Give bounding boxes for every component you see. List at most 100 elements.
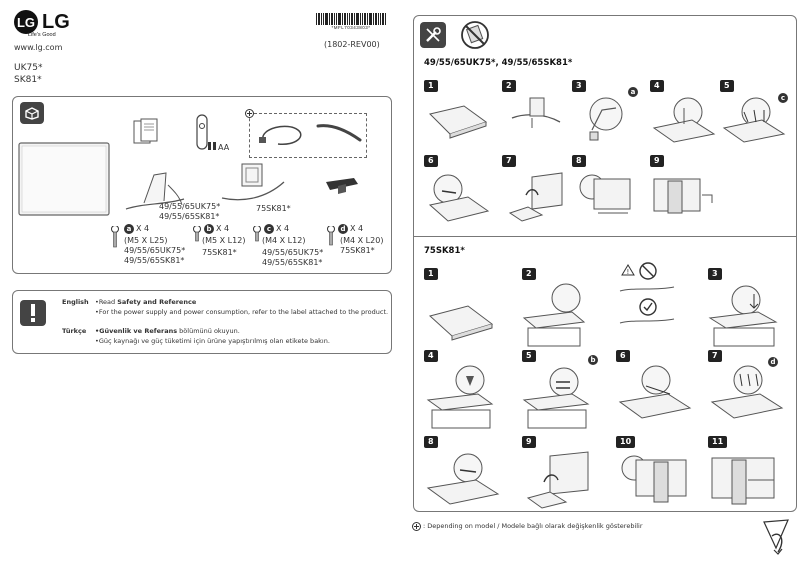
screw-a-models-2: 49/55/65SK81* xyxy=(124,256,185,265)
screw-b-size: (M5 X L12) xyxy=(202,236,246,245)
s1-step-3: 3 a xyxy=(572,73,638,144)
assembly-box xyxy=(413,15,797,512)
step-number: 1 xyxy=(424,80,438,92)
s2-warning-panel: ! xyxy=(614,261,690,333)
s2-step-7: 7 d xyxy=(708,343,784,430)
step-number: 2 xyxy=(502,80,516,92)
s2-step-10: 10 xyxy=(616,429,692,516)
stand-base-75-icon xyxy=(324,176,360,196)
s1-step-1: 1 xyxy=(424,73,490,144)
s2-step-1: 1 xyxy=(424,261,496,346)
model-line-2: SK81* xyxy=(14,75,42,85)
callout-a-badge: a xyxy=(628,87,638,97)
s1-step-6: 6 xyxy=(424,148,490,225)
cable-holder-icon xyxy=(316,122,362,142)
s2-step-4: 4 xyxy=(424,343,496,430)
turkish-line-2: •Güç kaynağı ve güç tüketimi için ürüne … xyxy=(95,337,330,345)
no-tilt-icon xyxy=(460,20,490,50)
section-divider xyxy=(413,236,797,237)
s2-step-6: 6 xyxy=(616,343,692,430)
screw-d-letter: d xyxy=(338,224,348,234)
callout-b-badge: b xyxy=(588,355,598,365)
callout-c-badge: c xyxy=(778,93,788,103)
section-1-steps: 1 2 3 a 4 5 c 6 7 8 9 xyxy=(424,73,790,223)
batteries-label: AA xyxy=(218,143,230,152)
stand-75-label: 75SK81* xyxy=(256,204,291,213)
english-label: English xyxy=(62,298,89,306)
s1-step-8: 8 xyxy=(572,148,638,225)
lg-logo: LG LG xyxy=(14,10,70,34)
callout-d-badge: d xyxy=(768,357,778,367)
screw-a-letter: a xyxy=(124,224,134,234)
s1-step-5: 5 c xyxy=(720,73,788,144)
screw-d-size: (M4 X L20) xyxy=(340,236,384,245)
step-number: 6 xyxy=(424,155,438,167)
screw-c-models-1: 49/55/65UK75* xyxy=(262,248,324,257)
screw-c-size: (M4 X L12) xyxy=(262,236,306,245)
plus-circle-icon xyxy=(245,109,254,118)
revision: (1802-REV00) xyxy=(324,40,380,49)
screw-icon xyxy=(111,226,119,248)
step-number: 8 xyxy=(424,436,438,448)
step-number: 10 xyxy=(616,436,636,448)
s2-step-9: 9 xyxy=(522,429,594,516)
step-number: 5 xyxy=(720,80,734,92)
tools-icon xyxy=(420,22,446,48)
footer-note: : Depending on model / Modele bağlı olar… xyxy=(412,521,643,531)
step-number: 7 xyxy=(502,155,516,167)
slogan: Life's Good xyxy=(28,32,56,38)
screw-c-count: X 4 xyxy=(276,224,290,233)
svg-text:!: ! xyxy=(627,268,630,276)
step-number: 2 xyxy=(522,268,536,280)
screw-d-count: X 4 xyxy=(350,224,364,233)
s1-step-4: 4 xyxy=(650,73,716,144)
s2-step-5: 5 b xyxy=(522,343,598,430)
s2-step-8: 8 xyxy=(424,429,500,516)
tv-illustration xyxy=(18,142,110,216)
power-cable-icon xyxy=(258,120,308,150)
step-number: 8 xyxy=(572,155,586,167)
turkish-label: Türkçe xyxy=(62,327,87,335)
s1-step-7: 7 xyxy=(502,148,568,225)
screw-b-models-1: 75SK81* xyxy=(202,248,237,257)
barcode-text: *MFL70343803* xyxy=(331,25,371,30)
model-line-1: UK75* xyxy=(14,63,43,73)
plus-circle-icon xyxy=(412,521,421,531)
s2-step-11: 11 xyxy=(708,429,784,516)
footer-note-text: : Depending on model / Modele bağlı olar… xyxy=(423,522,643,530)
step-number: 5 xyxy=(522,350,536,362)
step-number: 4 xyxy=(424,350,438,362)
screw-c-letter: c xyxy=(264,224,274,234)
notes-box xyxy=(12,290,392,354)
step-number: 11 xyxy=(708,436,728,448)
warning-exclamation-icon xyxy=(20,300,46,326)
screw-a-models-1: 49/55/65UK75* xyxy=(124,246,186,255)
website: www.lg.com xyxy=(14,43,63,52)
s2-step-2: 2 xyxy=(522,261,588,348)
screw-c-models-2: 49/55/65SK81* xyxy=(262,258,323,267)
batteries-icon xyxy=(208,141,218,151)
stand-75-icon xyxy=(220,160,286,204)
step-number: 7 xyxy=(708,350,722,362)
screw-d-models-1: 75SK81* xyxy=(340,246,375,255)
barcode: *MFL70343803* xyxy=(316,13,386,30)
screw-icon xyxy=(193,226,201,242)
english-line-1-pre: •Read xyxy=(95,298,118,306)
lg-brand-name: LG xyxy=(42,10,70,33)
step-number: 3 xyxy=(572,80,586,92)
step-number: 9 xyxy=(522,436,536,448)
screw-b-letter: b xyxy=(204,224,214,234)
parts-box xyxy=(12,96,392,274)
step-number: 4 xyxy=(650,80,664,92)
lg-logo-icon: LG xyxy=(14,10,38,34)
optional-parts-box xyxy=(249,113,367,158)
s1-step-9: 9 xyxy=(650,148,716,225)
s2-step-3: 3 xyxy=(708,261,780,348)
step-number: 6 xyxy=(616,350,630,362)
section-1-title: 49/55/65UK75*, 49/55/65SK81* xyxy=(424,58,573,68)
english-line-2: •For the power supply and power consumpt… xyxy=(95,308,389,316)
step-number: 1 xyxy=(424,268,438,280)
stand-label-2: 49/55/65SK81* xyxy=(159,212,220,221)
barcode-icon xyxy=(316,13,386,25)
guvenlik-bold: •Güvenlik ve Referans xyxy=(95,327,178,335)
